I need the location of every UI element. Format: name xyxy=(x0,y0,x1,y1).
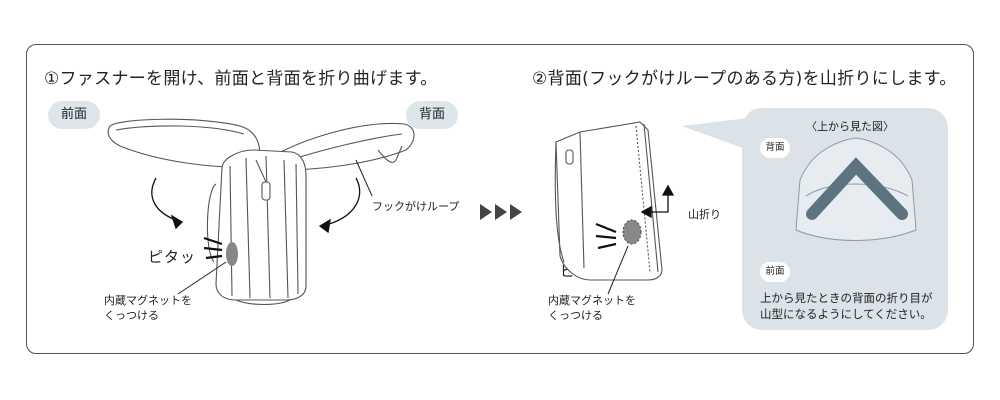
snap-label-1: ピタッ xyxy=(148,248,197,266)
hook-loop-label: フックがけループ xyxy=(372,200,460,213)
magnet-label-1-line1: 内蔵マグネットを xyxy=(104,294,192,307)
step1-title: ①ファスナーを開け、前面と背面を折り曲げます。 xyxy=(44,69,438,89)
step2-title: ②背面(フックがけループのある方)を山折りにします。 xyxy=(532,69,957,89)
magnet-label-2-line2: くっつける xyxy=(548,309,603,322)
mountain-fold-arrow xyxy=(640,184,675,219)
mountain-fold-label: 山折り xyxy=(688,208,721,221)
front-label-pill: 前面 xyxy=(48,101,100,129)
magnet-label-2-line1: 内蔵マグネットを xyxy=(548,294,636,307)
top-view-title: 〈上から見た図〉 xyxy=(806,120,894,133)
snap-strokes-step1 xyxy=(203,236,223,260)
top-view-fold-band xyxy=(806,157,908,220)
magnet-label-1-line2: くっつける xyxy=(104,309,159,322)
magnet-pointer-2 xyxy=(607,245,629,295)
hook-loop-pointer xyxy=(355,159,373,197)
next-step-arrows xyxy=(480,204,522,220)
top-view-front-pill: 前面 xyxy=(760,262,790,282)
instruction-frame xyxy=(26,44,974,354)
step2-bag-illustration xyxy=(554,121,663,281)
curved-arrows-step1 xyxy=(151,177,361,234)
magnet-pointer-1 xyxy=(177,261,227,295)
snap-strokes-step2 xyxy=(595,222,617,250)
top-view-back-pill: 背面 xyxy=(760,138,790,158)
top-view-note-line1: 上から見たときの背面の折り目が xyxy=(760,291,933,305)
top-view-note-line2: 山型になるようにしてください。 xyxy=(760,307,932,321)
magnet-dot-1 xyxy=(226,242,238,266)
magnet-dot-2 xyxy=(622,219,642,245)
top-view-illustration xyxy=(795,137,917,241)
step1-bag-illustration xyxy=(107,118,415,306)
panel-pointer-tail xyxy=(682,118,748,150)
back-label-pill: 背面 xyxy=(406,101,458,129)
